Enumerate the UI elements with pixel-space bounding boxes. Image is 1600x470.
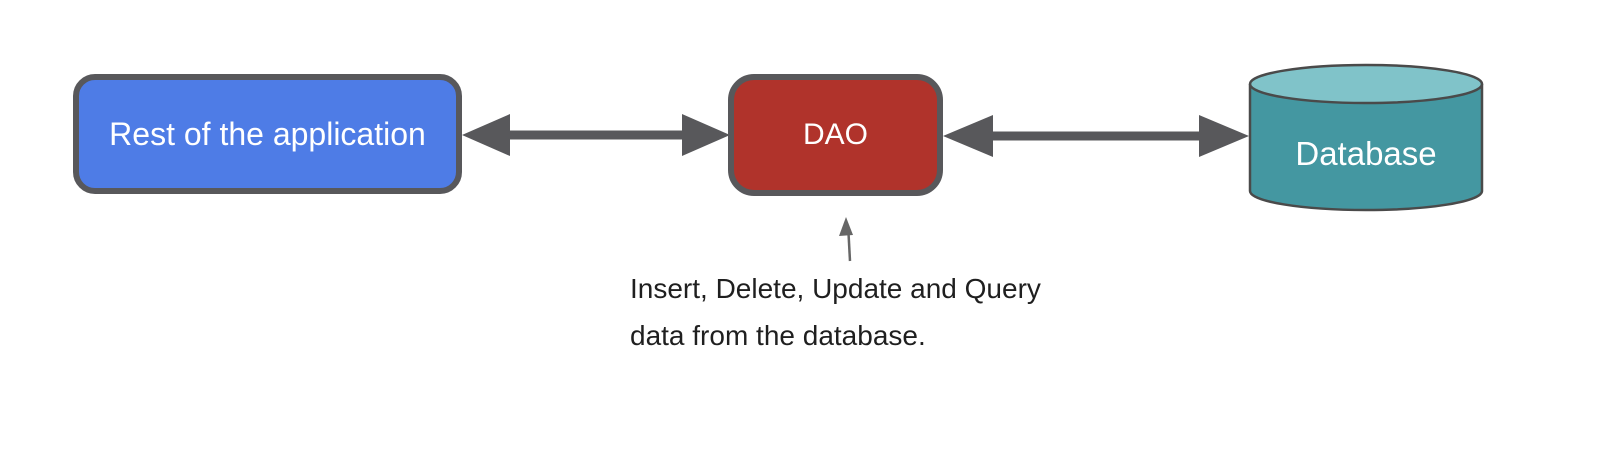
arrow-app-dao [462, 114, 730, 156]
database-cylinder-top [1248, 63, 1484, 105]
node-rest-of-application: Rest of the application [73, 74, 462, 194]
arrow-app-dao-right-head [682, 114, 730, 156]
node-database-label: Database [1295, 135, 1436, 172]
annotation-pointer-shaft [847, 232, 852, 262]
database-cylinder-body [1248, 84, 1484, 212]
annotation-text: Insert, Delete, Update and Query data fr… [630, 265, 1041, 359]
arrow-app-dao-left-head [462, 114, 510, 156]
node-database: Database [1248, 63, 1484, 212]
arrow-dao-database-right-head [1199, 115, 1249, 157]
annotation-line-1: Insert, Delete, Update and Query [630, 273, 1041, 304]
annotation-line-2: data from the database. [630, 320, 926, 351]
node-rest-of-application-label: Rest of the application [109, 115, 426, 152]
arrow-dao-database [943, 115, 1249, 157]
node-dao: DAO [728, 74, 943, 196]
annotation-pointer-arrow [839, 217, 853, 262]
arrow-dao-database-left-head [943, 115, 993, 157]
arrow-app-dao-shaft [504, 130, 688, 140]
annotation-pointer-head [839, 217, 853, 236]
node-dao-label: DAO [802, 118, 868, 151]
arrow-dao-database-shaft [988, 131, 1202, 141]
